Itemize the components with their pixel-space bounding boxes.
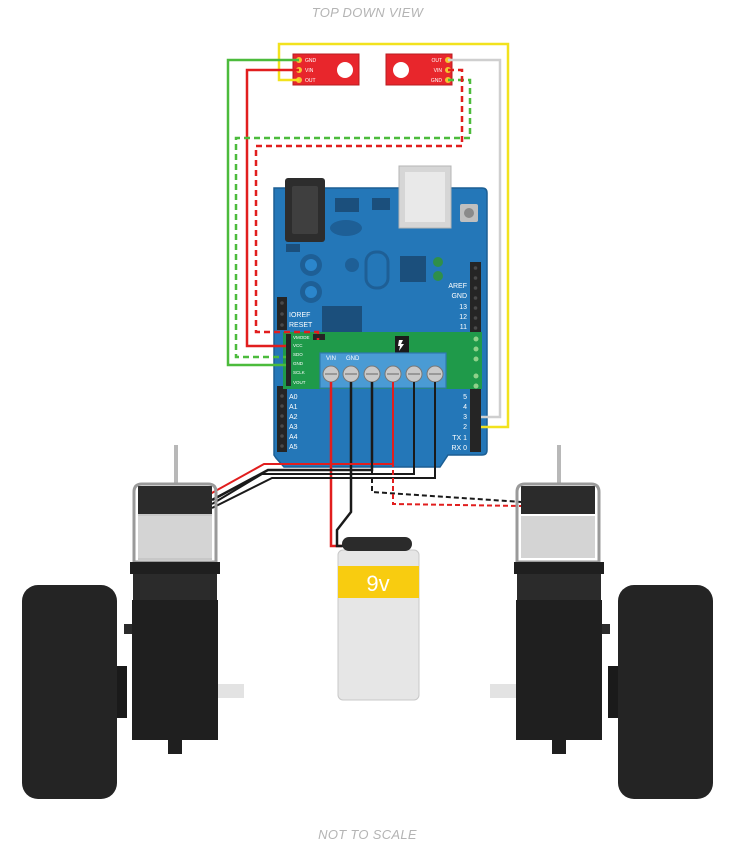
pin-label-a1: A1: [289, 404, 298, 411]
pin-label-4: 4: [463, 404, 467, 411]
wire-red-dashed: [254, 68, 464, 340]
terminal-block: VIN GND: [319, 352, 447, 389]
sensor-left-pin-out: OUT: [305, 78, 316, 84]
right-motor: [490, 445, 610, 754]
pin-label-rx0: RX 0: [451, 445, 467, 452]
sensor-right-pin-out: OUT: [431, 58, 442, 64]
shield-label-vcc: VCC: [293, 343, 303, 348]
left-motor: [124, 445, 244, 754]
pin-label-aref: AREF: [448, 283, 467, 290]
wire-battery-black: [335, 382, 353, 548]
battery-9v: 9v: [337, 537, 420, 701]
wire-white: [448, 58, 502, 419]
arduino-board: IOREF RESET A0 A1 A2 A3 A4 A5 AREF GND 1…: [273, 165, 488, 468]
sensor-left-pin-vin: VIN: [305, 68, 314, 74]
pin-label-12: 12: [459, 314, 467, 321]
caption-top-down-view: TOP DOWN VIEW: [311, 5, 424, 20]
wire-right-motor-red-dashed: [392, 382, 523, 507]
shield-label-sclk: SCLK: [293, 370, 305, 375]
sensor-left: GND VIN OUT: [292, 53, 360, 86]
left-wheel: [22, 585, 127, 799]
shield-label-vmode: VMODE: [293, 335, 310, 340]
wire-green-dashed: [234, 78, 472, 359]
sensor-right: OUT VIN GND: [385, 53, 453, 86]
left-header-analog: [277, 386, 287, 452]
sensor-left-pin-gnd: GND: [305, 58, 317, 64]
shield-label-gnd: GND: [293, 361, 304, 366]
pin-label-2: 2: [463, 424, 467, 431]
caption-not-to-scale: NOT TO SCALE: [318, 827, 417, 842]
wire-left-motor-black-3: [211, 382, 436, 509]
pin-label-reset: RESET: [289, 322, 313, 329]
wire-red-left: [245, 68, 299, 348]
pin-label-a0: A0: [289, 394, 298, 401]
sensor-right-pin-vin: VIN: [434, 68, 443, 74]
terminal-label-gnd: GND: [346, 356, 360, 362]
pin-label-ioref: IOREF: [289, 312, 310, 319]
pin-label-gnd: GND: [451, 293, 467, 300]
right-wheel: [608, 585, 713, 799]
sensor-right-pin-gnd: GND: [431, 78, 443, 84]
wire-green-left: [226, 58, 299, 367]
pin-label-5: 5: [463, 394, 467, 401]
wires: [209, 42, 523, 548]
pin-label-a5: A5: [289, 444, 298, 451]
pin-label-a2: A2: [289, 414, 298, 421]
shield-label-vout: VOUT: [293, 380, 306, 385]
wire-right-motor-black-dashed: [371, 382, 523, 503]
pin-label-a3: A3: [289, 424, 298, 431]
battery-label: 9v: [366, 571, 389, 596]
pin-label-13: 13: [459, 304, 467, 311]
pin-label-tx1: TX 1: [452, 435, 467, 442]
shield-label-sdo: SDO: [293, 352, 303, 357]
pin-label-a4: A4: [289, 434, 298, 441]
pin-label-11: 11: [460, 324, 467, 331]
motor-shield: VMODE VCC SDO GND SCLK VOUT: [283, 332, 482, 389]
wire-yellow: [277, 42, 510, 429]
terminal-label-vin: VIN: [326, 356, 336, 362]
pin-label-3: 3: [463, 414, 467, 421]
wire-left-motor-black-2: [211, 382, 415, 505]
battery-label-band: [338, 566, 419, 598]
